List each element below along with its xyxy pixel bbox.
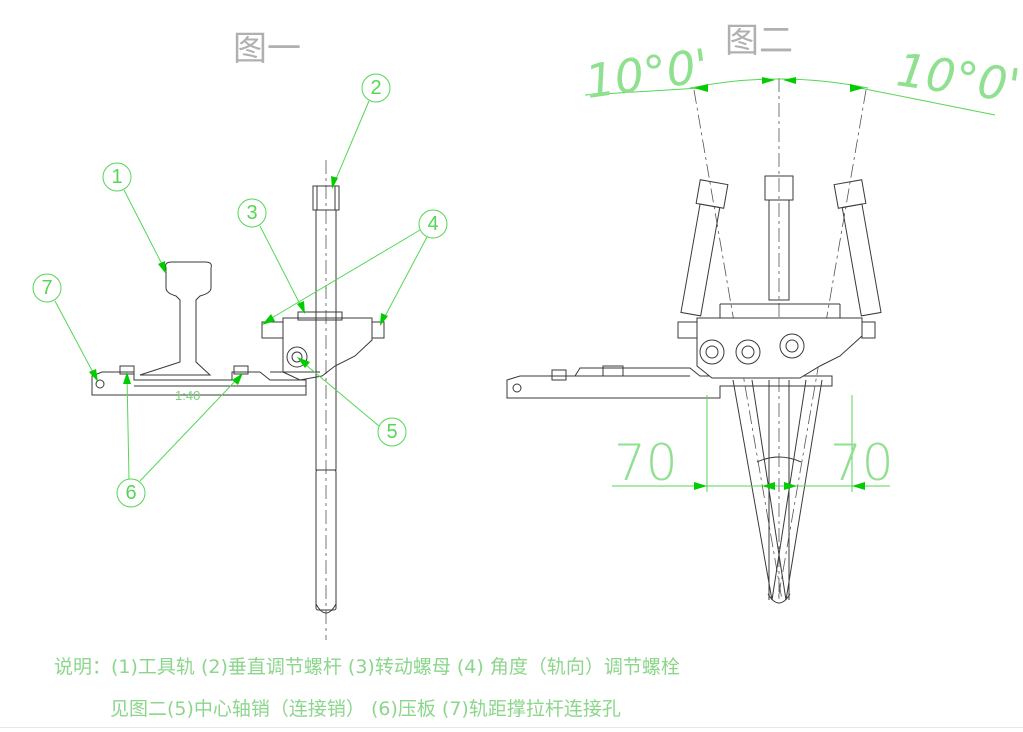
screw-tip — [315, 603, 337, 614]
callout-circle-3 — [237, 198, 267, 228]
figure1-title: 图一 — [233, 29, 301, 69]
left-screw-shaft — [680, 203, 721, 317]
bracket-body — [282, 317, 373, 381]
callout-1: 1 — [111, 166, 122, 188]
callout-circle-4 — [418, 209, 448, 239]
callout-4: 4 — [427, 213, 438, 235]
dim-right-label: 70 — [830, 434, 894, 492]
clamp-plate-right — [233, 365, 249, 375]
shaft-tip — [767, 593, 791, 604]
fig2-pin-3 — [779, 333, 805, 359]
slope-label: 1:40 — [175, 388, 200, 403]
shaft-band — [756, 456, 802, 463]
angle-right-label: 10°0' — [893, 42, 1023, 113]
figure2-angle-dims: 10°0' 10°0' — [582, 38, 1023, 116]
figure1-callouts: 1 2 3 4 5 6 7 — [32, 73, 448, 508]
fig2-pin-1 — [699, 339, 725, 365]
figure2-title: 图二 — [725, 21, 793, 61]
figure1-assembly: 1:40 — [91, 160, 385, 640]
lower-shafts — [732, 379, 823, 601]
bottom-rule — [0, 727, 1023, 728]
figure2-linear-dims: 70 70 — [612, 395, 894, 492]
dim-left-label: 70 — [614, 434, 678, 492]
fig2-bolt-right — [861, 321, 876, 339]
notes-line-2: 见图二(5)中心轴销（连接销） (6)压板 (7)轨距撑拉杆连接孔 — [110, 698, 621, 720]
callout-circle-6 — [116, 478, 146, 508]
center-pin — [291, 351, 303, 363]
callout-6: 6 — [125, 482, 136, 504]
fig2-clamp-mid — [602, 365, 624, 377]
angle-arc — [689, 78, 869, 89]
tool-rail — [139, 261, 212, 376]
callout-circle-2 — [361, 73, 391, 103]
notes-line-1: 说明：(1)工具轨 (2)垂直调节螺杆 (3)转动螺母 (4) 角度（轨向）调节… — [54, 656, 680, 678]
callout-circle-1 — [102, 162, 132, 192]
callout-circle-5 — [377, 417, 407, 447]
angle-bolt-right — [371, 321, 385, 339]
rotating-nut — [297, 311, 343, 321]
tie-rod-hole — [95, 379, 105, 389]
fig2-bracket — [696, 317, 863, 379]
right-screw-shaft — [841, 203, 882, 317]
figure2-assembly — [506, 78, 882, 604]
callout-2: 2 — [370, 77, 381, 99]
fig2-bolt-left — [677, 321, 698, 339]
callout-3: 3 — [246, 202, 257, 224]
base-plate — [91, 371, 307, 396]
angle-left-label: 10°0' — [582, 38, 712, 109]
center-screw-shaft — [768, 199, 790, 301]
fig2-pin-2 — [735, 339, 761, 365]
screw-shaft-lower — [315, 469, 337, 611]
fig2-tie-rod-hole — [512, 383, 522, 393]
center-pin-outer — [286, 346, 308, 368]
fig2-clamp-left — [551, 369, 567, 381]
callout-5: 5 — [386, 421, 397, 443]
callout-circle-7 — [32, 273, 62, 303]
callout-7: 7 — [41, 277, 52, 299]
angle-bolt-left — [261, 321, 284, 339]
